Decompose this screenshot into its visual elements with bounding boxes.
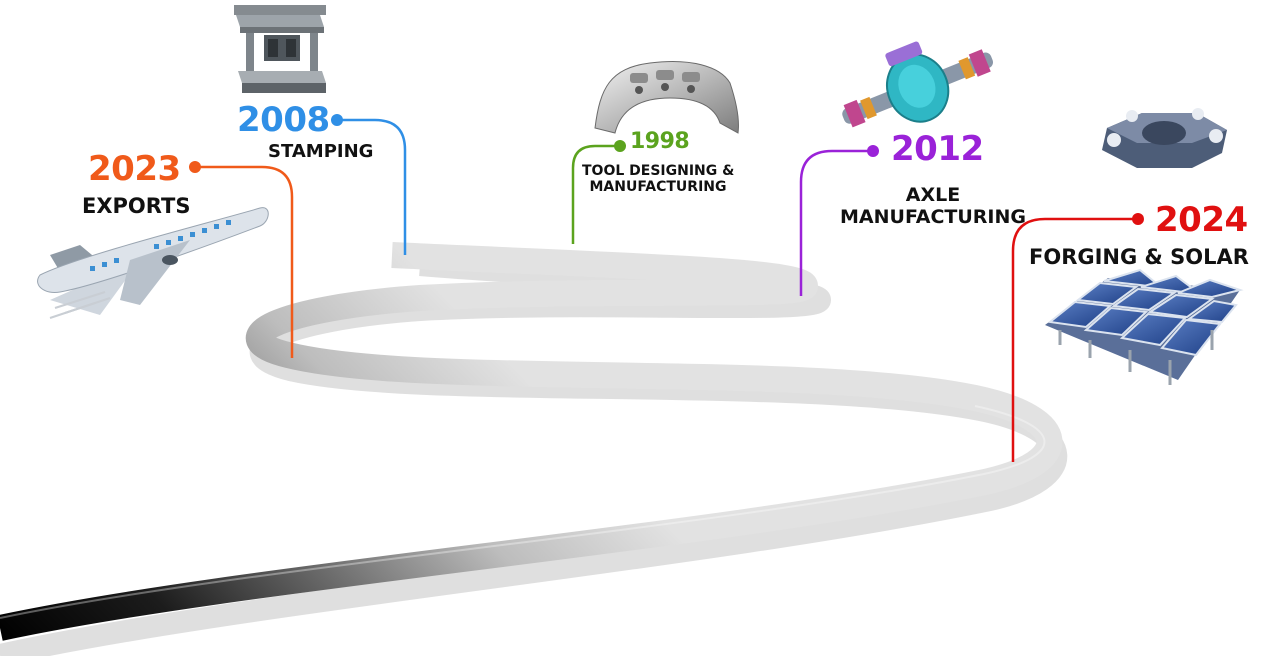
label-line: MANUFACTURING <box>589 179 727 196</box>
milestone-year-1998: 1998 <box>630 129 690 154</box>
milestone-label-stamping: STAMPING <box>268 141 374 162</box>
milestone-year-2024: 2024 <box>1155 200 1248 240</box>
axle-assembly-icon <box>842 41 993 128</box>
connector-2023 <box>189 161 294 358</box>
milestone-label-axle-manufacturing: AXLE MANUFACTURING <box>838 184 1028 229</box>
connector-1998 <box>571 140 626 244</box>
milestone-year-2012: 2012 <box>891 129 984 169</box>
road-highlight <box>0 405 1046 619</box>
milestone-year-2023: 2023 <box>88 149 181 189</box>
milestone-label-tool-designing: TOOL DESIGNING & MANUFACTURING <box>582 163 734 195</box>
connector-2008 <box>331 114 407 255</box>
pressed-sheet-part-icon <box>594 61 739 134</box>
road-shadow <box>0 254 1068 656</box>
milestone-label-exports: EXPORTS <box>82 194 191 218</box>
connector-2024 <box>1011 213 1144 462</box>
airplane-icon <box>37 207 269 319</box>
road-path <box>0 242 1063 641</box>
forged-part-icon <box>1102 108 1227 168</box>
label-line: TOOL DESIGNING & <box>582 163 735 179</box>
connector-2012 <box>799 145 879 296</box>
solar-panel-icon <box>1045 268 1244 385</box>
label-line: MANUFACTURING <box>840 205 1026 228</box>
label-line: AXLE <box>905 184 961 206</box>
stamping-die-icon <box>234 5 326 93</box>
milestone-label-forging-solar: FORGING & SOLAR <box>1029 245 1249 269</box>
milestone-year-2008: 2008 <box>237 100 330 140</box>
